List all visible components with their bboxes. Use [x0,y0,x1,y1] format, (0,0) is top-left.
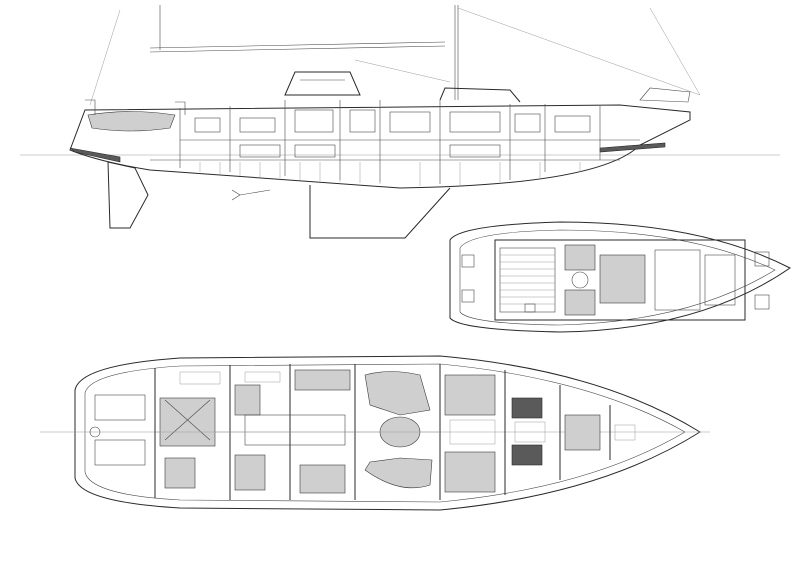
deck-hatches [461,251,770,313]
deck-outline-inner [459,229,776,326]
aft-berth-cross [164,399,211,441]
aft-berth [159,397,216,447]
saloon-settee-stbd [364,457,433,489]
bulkheads [154,364,611,500]
accommodation-plan-view [40,355,710,511]
aft-shower [234,454,266,491]
forestay [457,7,701,96]
galley-island [244,414,346,446]
aft-head [234,384,261,416]
boom-lower [149,45,446,53]
tender [87,111,176,132]
lazarette [89,394,146,466]
deck-outline-outer [449,221,791,333]
helm-station-port [564,244,596,271]
forepeak-berth [564,414,601,451]
vang [354,59,451,83]
propeller [231,189,271,201]
backstay [89,9,121,106]
boot-stripe-aft [69,147,121,163]
forward-hatch [704,254,736,306]
deck-plan-view [449,221,791,333]
aft-deck-panel [499,247,556,313]
galley-counter [294,369,351,391]
forward-head-port [511,397,543,419]
wheel [571,271,589,289]
profile-view [20,5,780,239]
guest-berth-stbd [444,451,496,493]
forward-head-stbd [511,444,543,466]
teak-planking [500,254,555,305]
bilge-hatching [199,162,581,186]
profile-interior [150,100,640,184]
forward-house [439,87,521,103]
companionway [654,249,701,311]
rudder [107,161,149,229]
cabinetry-detail [155,371,636,445]
stern-davits [85,99,186,115]
deckhouse [284,71,361,96]
helm-station-stbd [564,289,596,316]
guest-berth-port [444,374,496,416]
boom [149,41,446,49]
deckhouse-outline [494,239,746,321]
bow-pulpit [639,87,691,103]
saloon-settee-port [364,371,431,416]
nav-station [299,464,346,494]
jib-stay [649,7,701,96]
cockpit-table [599,254,646,304]
aft-seat [164,457,196,489]
keel [309,185,451,239]
